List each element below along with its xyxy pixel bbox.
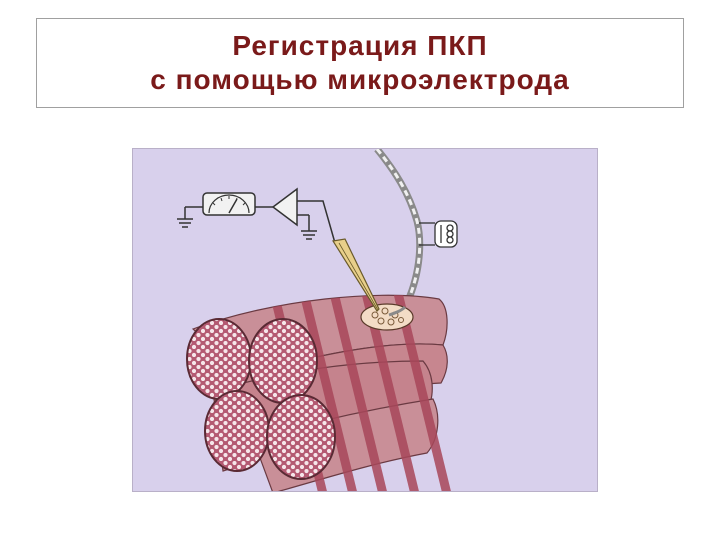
title-frame: Регистрация ПКП с помощью микроэлектрода bbox=[36, 18, 684, 108]
fiber-cross-section-bottom-right bbox=[266, 394, 336, 480]
microelectrode-diagram bbox=[132, 148, 598, 492]
ground-icon bbox=[301, 230, 317, 240]
ground-icon bbox=[177, 207, 193, 228]
fiber-cross-section-top-right bbox=[248, 318, 318, 404]
fiber-cross-section-bottom-left bbox=[204, 390, 270, 472]
motor-nerve-icon bbox=[374, 149, 424, 309]
voltmeter-icon bbox=[202, 192, 256, 216]
page-title-line-1: Регистрация ПКП bbox=[232, 30, 488, 61]
page-title-line-2: с помощью микроэлектрода bbox=[150, 64, 570, 95]
stimulator-coil-icon bbox=[419, 220, 458, 248]
amplifier-triangle-icon bbox=[271, 187, 298, 227]
fiber-cross-section-top-left bbox=[186, 318, 252, 400]
microelectrode-icon bbox=[332, 238, 380, 312]
